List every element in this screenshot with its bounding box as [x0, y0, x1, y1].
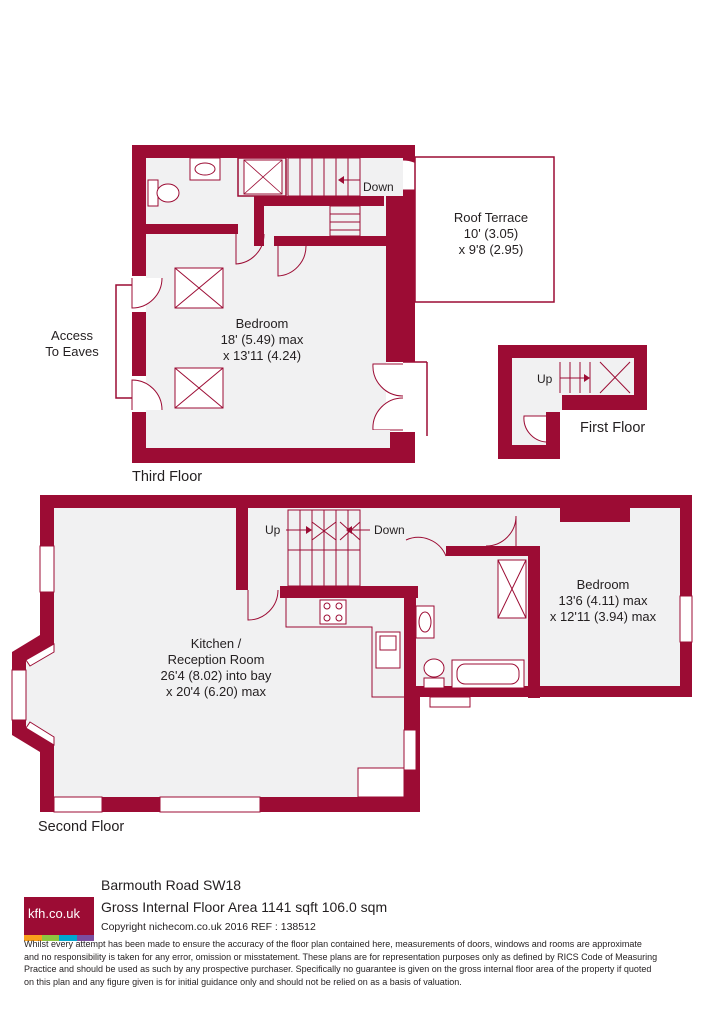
- third-floor-step: [346, 430, 390, 448]
- second-floor-bedroom-dims: 13'6 (4.11) max: [559, 593, 648, 608]
- kfh-logo: kfh.co.uk: [24, 897, 94, 941]
- access-label: Access: [51, 328, 93, 343]
- disclaimer-line: Whilst every attempt has been made to en…: [24, 939, 642, 949]
- third-floor-stair-wall-2: [254, 196, 264, 246]
- bay-window-icon: [25, 643, 55, 667]
- eaves-access-line: [115, 284, 132, 399]
- internal-wall: [446, 546, 540, 556]
- door-swing-icon: [277, 245, 307, 277]
- logo-color-1: [24, 935, 42, 941]
- kitchen-name-2: Reception Room: [168, 652, 265, 667]
- second-floor-down-label: Down: [374, 523, 405, 537]
- third-floor-right-wall: [386, 196, 403, 406]
- third-floor-bedroom-dims: 18' (5.49) max: [221, 332, 304, 347]
- internal-wall: [280, 586, 418, 598]
- sink-icon: [375, 631, 401, 669]
- third-floor-plan: Down Access To Eaves Bedroom 18' (5.: [45, 145, 555, 485]
- disclaimer-line: on this plan and any figure given is for…: [24, 976, 462, 987]
- first-floor-label: First Floor: [580, 420, 645, 436]
- skylight-icon: [174, 267, 224, 309]
- first-floor-stairs-label: Up: [537, 372, 553, 386]
- logo-color-2: [41, 935, 59, 941]
- gross-floor-area: Gross Internal Floor Area 1141 sqft 106.…: [101, 899, 388, 915]
- internal-wall: [236, 508, 248, 590]
- second-floor-up-label: Up: [265, 523, 281, 537]
- logo-text: kfh.co.uk: [28, 906, 81, 921]
- internal-wall: [404, 586, 416, 698]
- internal-wall: [528, 552, 540, 698]
- door-swing-icon: [131, 277, 163, 309]
- kitchen-name: Kitchen /: [191, 636, 242, 651]
- door-swing-icon: [131, 379, 163, 411]
- second-floor-plan: Up Down: [11, 495, 693, 835]
- logo-color-3: [59, 935, 77, 941]
- door-swing-icon: [247, 589, 279, 621]
- third-floor-stairs: [287, 157, 361, 237]
- third-floor-stairs-label: Down: [363, 180, 394, 194]
- arrow-left-icon: [338, 176, 344, 184]
- toilet-bowl-icon: [156, 183, 180, 203]
- shower-icon: [497, 559, 527, 619]
- window-icon: [159, 796, 261, 813]
- window-icon: [403, 729, 417, 771]
- third-floor-stair-wall: [254, 196, 384, 206]
- first-floor-plan: Up First Floor: [498, 345, 647, 459]
- toilet-icon: [423, 658, 445, 689]
- arrow-left-icon: [346, 526, 352, 534]
- skylight-icon: [174, 367, 224, 409]
- roof-terrace-outline: [414, 156, 555, 303]
- first-floor-stairs: [559, 361, 631, 394]
- second-floor-bedroom-name: Bedroom: [577, 577, 630, 592]
- third-floor-bath-wall: [146, 224, 238, 234]
- bath-icon: [451, 659, 525, 689]
- arrow-right-icon: [306, 526, 312, 534]
- property-address: Barmouth Road SW18: [101, 877, 242, 893]
- reception-step: [357, 767, 405, 798]
- disclaimer-line: and no responsibility is taken for any e…: [24, 951, 658, 962]
- door-swing-icon: [523, 415, 547, 443]
- window-icon: [11, 669, 27, 721]
- disclaimer: Whilst every attempt has been made to en…: [24, 938, 694, 988]
- shower-cross-icon-2: [243, 159, 283, 195]
- second-floor-bedroom-dims-2: x 12'11 (3.94) max: [550, 609, 657, 624]
- basin-icon: [415, 605, 435, 639]
- bay-window-icon: [25, 721, 55, 746]
- kitchen-dims: 26'4 (8.02) into bay: [161, 668, 272, 683]
- window-icon: [39, 545, 55, 593]
- third-floor-label: Third Floor: [132, 469, 202, 485]
- copyright: Copyright nichecom.co.uk 2016 REF : 1385…: [101, 921, 316, 933]
- door-swing-icon: [235, 233, 265, 265]
- basin-icon: [189, 157, 221, 181]
- bedroom-interior: [540, 508, 680, 686]
- logo-color-4: [76, 935, 94, 941]
- window-icon: [679, 595, 693, 643]
- second-floor-stairs: [286, 509, 370, 587]
- third-floor-landing-wall: [274, 236, 386, 246]
- hob-icon: [319, 599, 347, 625]
- third-floor-bedroom-name: Bedroom: [236, 316, 289, 331]
- door-swing-icon: [372, 363, 404, 397]
- first-floor-cutout: [560, 410, 647, 459]
- door-swing-icon: [405, 536, 447, 557]
- roof-terrace-dims: 10' (3.05): [464, 226, 519, 241]
- kitchen-worktop: [285, 598, 404, 698]
- door-swing-icon: [372, 397, 404, 431]
- third-floor-bedroom-dims-2: x 13'11 (4.24): [223, 348, 301, 363]
- access-label-2: To Eaves: [45, 344, 99, 359]
- arrow-right-icon: [584, 374, 590, 382]
- kitchen-dims-2: x 20'4 (6.20) max: [166, 684, 267, 699]
- basin-bowl-icon: [194, 162, 216, 176]
- window-icon: [429, 696, 471, 708]
- logo-color-bar: [24, 935, 94, 941]
- hall-interior: [248, 508, 420, 590]
- second-floor-label: Second Floor: [38, 819, 124, 835]
- door-swing-icon: [485, 515, 517, 547]
- disclaimer-line: Practice and should be used as such by a…: [24, 964, 652, 974]
- roof-terrace-dims-2: x 9'8 (2.95): [459, 242, 524, 257]
- internal-wall: [560, 508, 630, 522]
- kitchen-reception-interior: [26, 508, 404, 797]
- window-icon: [53, 796, 103, 813]
- roof-terrace-name: Roof Terrace: [454, 210, 528, 225]
